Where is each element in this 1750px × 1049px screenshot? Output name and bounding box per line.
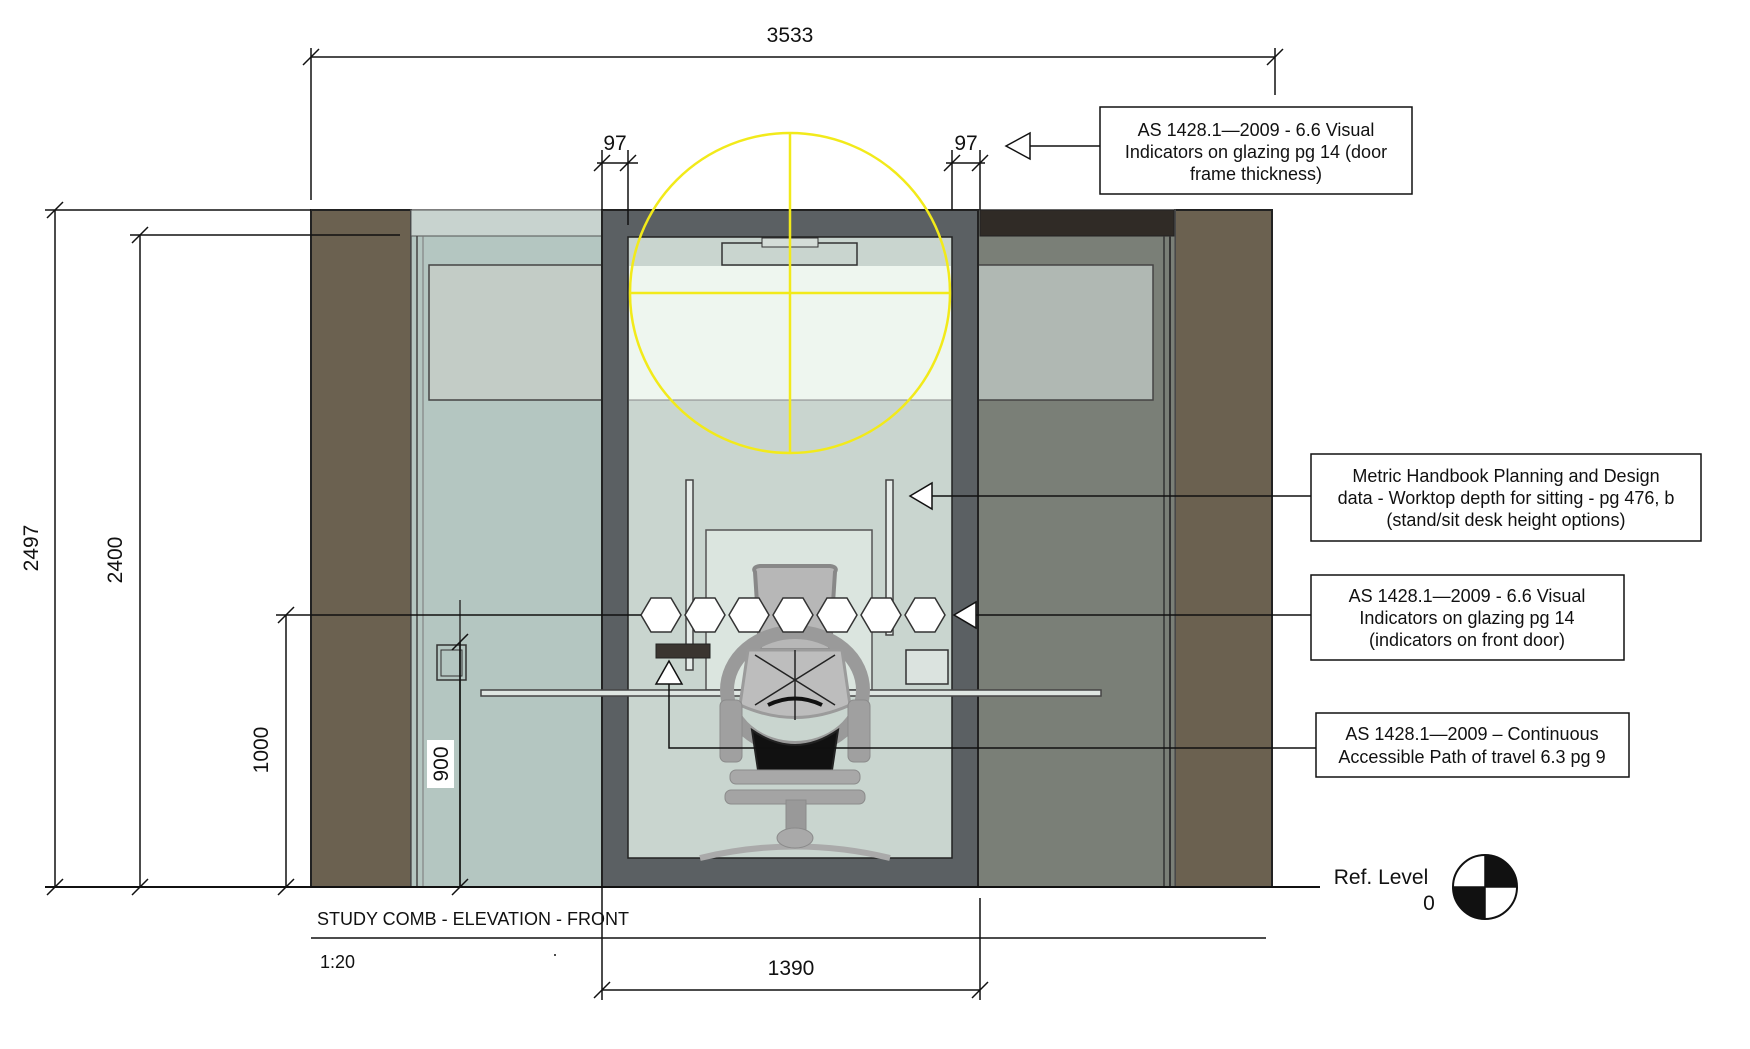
annotation-box-worktop: [1310, 453, 1702, 542]
annotation-box-frame-thickness: [1099, 106, 1413, 195]
dimensions: [45, 48, 1284, 1000]
annotation-4-line-1: AS 1428.1—2009 – Continuous: [1345, 724, 1598, 744]
indicator-hexagon: [728, 597, 770, 633]
door-handle: [655, 643, 711, 659]
annotation-3-line-2: Indicators on glazing pg 14: [1359, 608, 1574, 628]
dim-frame-right: 97: [954, 132, 977, 155]
ref-level-label: Ref. Level: [1334, 866, 1429, 889]
dim-door-height: 2400: [104, 537, 127, 584]
dim-indicator-height: 1000: [250, 727, 273, 774]
visual-indicator-hexagons: [640, 597, 946, 633]
indicator-hexagon: [904, 597, 946, 633]
annotation-box-path-of-travel: [1315, 712, 1630, 778]
left-top-strip: [410, 209, 603, 237]
annotation-3-line-3: (indicators on front door): [1369, 630, 1565, 650]
indicator-hexagon: [772, 597, 814, 633]
annotation-box-indicators: [1310, 574, 1625, 661]
dim-total-height: 2497: [20, 525, 43, 572]
annotation-1-line-3: frame thickness): [1190, 164, 1322, 184]
annotation-2-line-3: (stand/sit desk height options): [1386, 510, 1625, 530]
indicator-hexagon: [860, 597, 902, 633]
title-block: [311, 937, 1266, 956]
ref-level-value: 0: [1423, 892, 1435, 915]
booth-structure: [45, 131, 1320, 888]
handle-plate: [436, 644, 467, 681]
right-top-strip: [979, 209, 1175, 237]
left-screen: [685, 479, 694, 671]
annotation-4-line-2: Accessible Path of travel 6.3 pg 9: [1338, 747, 1605, 767]
annotation-1-line-1: AS 1428.1—2009 - 6.6 Visual: [1138, 120, 1375, 140]
drawing-scale: 1:20: [320, 952, 355, 972]
dim-overall-width: 3533: [767, 24, 814, 47]
annotation-texts: AS 1428.1—2009 - 6.6 Visual Indicators o…: [1125, 120, 1675, 767]
annotation-1-line-2: Indicators on glazing pg 14 (door: [1125, 142, 1387, 162]
turning-circle: [628, 131, 952, 455]
dimension-labels: 3533 1390 97 97 2497 2400 1000 900: [20, 24, 978, 980]
indicator-hexagon: [640, 597, 682, 633]
dim-frame-left: 97: [603, 132, 626, 155]
indicator-hexagon: [684, 597, 726, 633]
drawing-title: STUDY COMB - ELEVATION - FRONT: [317, 909, 629, 929]
right-screen: [885, 479, 894, 636]
ref-level-marker: [1452, 854, 1518, 920]
indicator-hexagon: [816, 597, 858, 633]
annotation-2-line-1: Metric Handbook Planning and Design: [1352, 466, 1659, 486]
dim-handle-height: 900: [430, 746, 453, 781]
annotation-3-line-1: AS 1428.1—2009 - 6.6 Visual: [1349, 586, 1586, 606]
right-clerestory: [977, 264, 1154, 401]
left-clerestory: [428, 264, 603, 401]
desk-box: [905, 649, 949, 685]
left-wall: [310, 209, 412, 888]
right-wall: [1174, 209, 1273, 888]
annotation-2-line-2: data - Worktop depth for sitting - pg 47…: [1338, 488, 1675, 508]
dim-door-width: 1390: [768, 957, 815, 980]
annotations: [654, 106, 1702, 778]
